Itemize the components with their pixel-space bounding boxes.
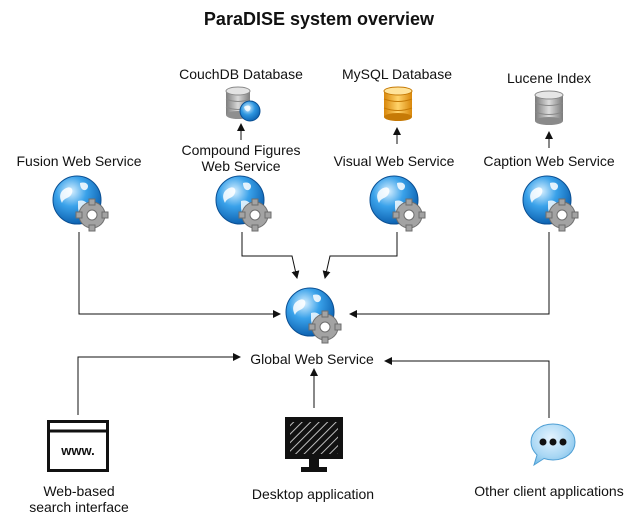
arrow-other-to-global: [384, 357, 550, 418]
arrow-compound-to-global: [241, 232, 300, 279]
arrow-fusion-to-global: [78, 232, 281, 318]
chat-bubble-icon: [528, 420, 578, 475]
arrow-caption-to-global: [349, 232, 550, 318]
arrow-visual-to-global: [322, 232, 398, 279]
compound-label-line2: Web Service: [201, 158, 281, 174]
visual-label: Visual Web Service: [333, 153, 455, 169]
fusion-globe-gear-icon: [50, 173, 110, 238]
fusion-label: Fusion Web Service: [16, 153, 142, 169]
lucene-database-icon: [533, 90, 565, 131]
lucene-label: Lucene Index: [506, 70, 592, 86]
compound-globe-gear-icon: [213, 173, 273, 238]
caption-label: Caption Web Service: [483, 153, 615, 169]
couchdb-database-icon: [223, 85, 261, 128]
visual-globe-gear-icon: [367, 173, 427, 238]
browser-window-icon-text: www.: [60, 443, 94, 458]
browser-window-icon: www.: [47, 420, 109, 477]
mysql-database-icon: [382, 86, 414, 127]
mysql-label: MySQL Database: [342, 66, 452, 82]
global-globe-gear-icon: [283, 285, 343, 350]
compound-label-line1: Compound Figures: [181, 142, 301, 158]
diagram-title: ParaDISE system overview: [203, 9, 435, 29]
desktop-label: Desktop application: [251, 486, 375, 502]
web-ui-label-line2: search interface: [29, 499, 129, 515]
other-clients-label: Other client applications: [474, 483, 624, 499]
web-ui-label-line1: Web-based: [43, 483, 115, 499]
arrow-webui-to-global: [77, 353, 241, 415]
couchdb-label: CouchDB Database: [179, 66, 303, 82]
monitor-icon: [283, 415, 345, 482]
global-label: Global Web Service: [250, 351, 374, 367]
caption-globe-gear-icon: [520, 173, 580, 238]
